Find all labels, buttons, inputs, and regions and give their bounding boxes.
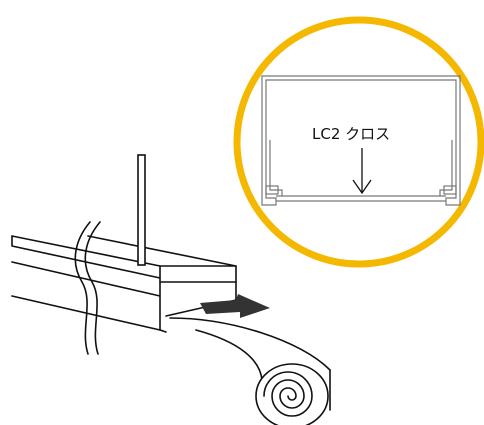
inset-label: LC2 クロス [312, 125, 390, 143]
insert-arrow-icon [200, 294, 270, 318]
rail-profile [11, 235, 237, 333]
arrow-down-icon [352, 148, 372, 195]
break-mark [74, 221, 101, 355]
cloth-roll [169, 317, 331, 425]
rail-cross-section [261, 75, 461, 206]
guide-rod [137, 154, 146, 266]
detail-inset: LC2 クロス [233, 16, 484, 268]
